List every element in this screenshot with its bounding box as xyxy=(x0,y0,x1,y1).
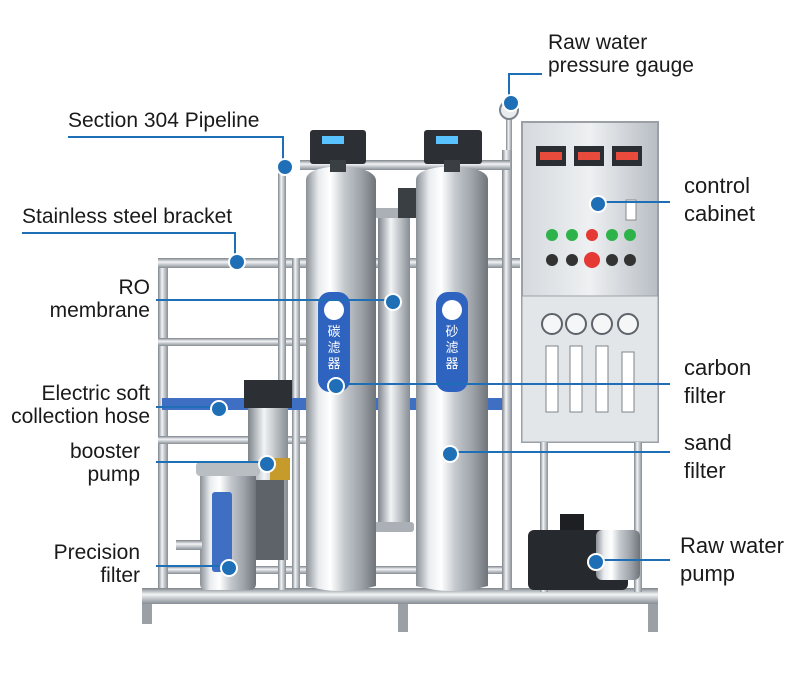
label-ro-membrane-line1: RO xyxy=(118,276,151,299)
label-stainless-steel-bracket: Stainless steel bracket xyxy=(22,205,232,228)
callout-dot-ro-membrane xyxy=(384,293,402,311)
label-control-cabinet-line2: cabinet xyxy=(684,201,755,226)
label-stainless-bracket-text: Stainless steel bracket xyxy=(22,205,233,228)
control-cabinet-body xyxy=(521,121,659,592)
label-section-304-pipeline: Section 304 Pipeline xyxy=(68,109,259,132)
label-raw-water-pump: Raw water pump xyxy=(680,532,784,588)
callout-line-booster-pump xyxy=(156,461,264,463)
callout-line-section-pipeline xyxy=(68,136,283,138)
precision-filter-body xyxy=(176,462,260,590)
label-electric-hose-line2: collection hose xyxy=(11,405,150,428)
callout-dot-raw-water-gauge xyxy=(502,94,520,112)
carbon-filter-tank: 碳滤器 xyxy=(306,130,376,591)
label-sand-filter-line1: sand xyxy=(684,430,732,455)
ro-membrane-tube xyxy=(374,188,416,532)
callout-dot-raw-water-pump xyxy=(587,553,605,571)
label-booster-pump-line2: pump xyxy=(87,463,140,486)
label-carbon-filter-line1: carbon xyxy=(684,355,752,380)
label-electric-soft-collection-hose: Electric soft collection hose xyxy=(11,382,150,428)
callout-dot-stainless-bracket xyxy=(228,253,246,271)
label-control-cabinet: control cabinet xyxy=(684,172,755,228)
callout-dot-electric-hose xyxy=(210,400,228,418)
carbon-tank-characters: 碳滤器 xyxy=(327,325,340,372)
callout-line-carbon-filter xyxy=(334,383,670,385)
label-raw-water-pump-line1: Raw water xyxy=(680,533,784,558)
callout-line-precision-filter xyxy=(156,565,226,567)
label-sand-filter: sand filter xyxy=(684,429,732,485)
callout-dot-carbon-filter xyxy=(327,377,345,395)
label-ro-membrane-line2: membrane xyxy=(49,299,150,322)
label-section-pipeline-text: Section 304 Pipeline xyxy=(68,109,260,132)
label-carbon-filter: carbon filter xyxy=(684,354,751,410)
label-carbon-filter-line2: filter xyxy=(684,383,726,408)
label-ro-membrane: RO membrane xyxy=(50,276,150,322)
callout-line-ro-membrane xyxy=(156,299,390,301)
label-raw-water-gauge-line2: pressure gauge xyxy=(548,54,694,77)
label-raw-water-gauge-line1: Raw water xyxy=(548,31,648,54)
callout-dot-section-pipeline xyxy=(276,158,294,176)
callout-line-control-cabinet xyxy=(596,201,670,203)
sand-tank-characters: 砂滤器 xyxy=(445,325,458,372)
label-precision-filter-line1: Precision xyxy=(53,541,140,564)
callout-dot-booster-pump xyxy=(258,455,276,473)
callout-dot-control-cabinet xyxy=(589,195,607,213)
label-control-cabinet-line1: control xyxy=(684,173,751,198)
callout-line-raw-water-gauge-vertical xyxy=(508,73,510,100)
callout-line-sand-filter xyxy=(448,451,670,453)
label-raw-water-pump-line2: pump xyxy=(680,561,736,586)
callout-line-section-pipeline-vertical xyxy=(282,136,284,162)
label-sand-filter-line2: filter xyxy=(684,458,726,483)
sand-filter-tank: 砂滤器 xyxy=(416,130,488,591)
callout-line-raw-water-pump xyxy=(594,559,670,561)
label-precision-filter-line2: filter xyxy=(100,564,140,587)
label-booster-pump-line1: booster xyxy=(69,440,140,463)
raw-water-pump-body xyxy=(528,514,640,590)
callout-line-stainless-bracket xyxy=(22,232,235,234)
label-booster-pump: booster pump xyxy=(70,440,140,486)
label-electric-hose-line1: Electric soft xyxy=(41,382,150,405)
callout-dot-precision-filter xyxy=(220,559,238,577)
label-precision-filter: Precision filter xyxy=(54,541,140,587)
callout-line-raw-water-gauge xyxy=(509,73,542,75)
callout-line-stainless-bracket-vertical xyxy=(234,232,236,256)
callout-dot-sand-filter xyxy=(441,445,459,463)
label-raw-water-pressure-gauge: Raw water pressure gauge xyxy=(548,31,694,77)
callout-line-electric-hose xyxy=(156,406,216,408)
